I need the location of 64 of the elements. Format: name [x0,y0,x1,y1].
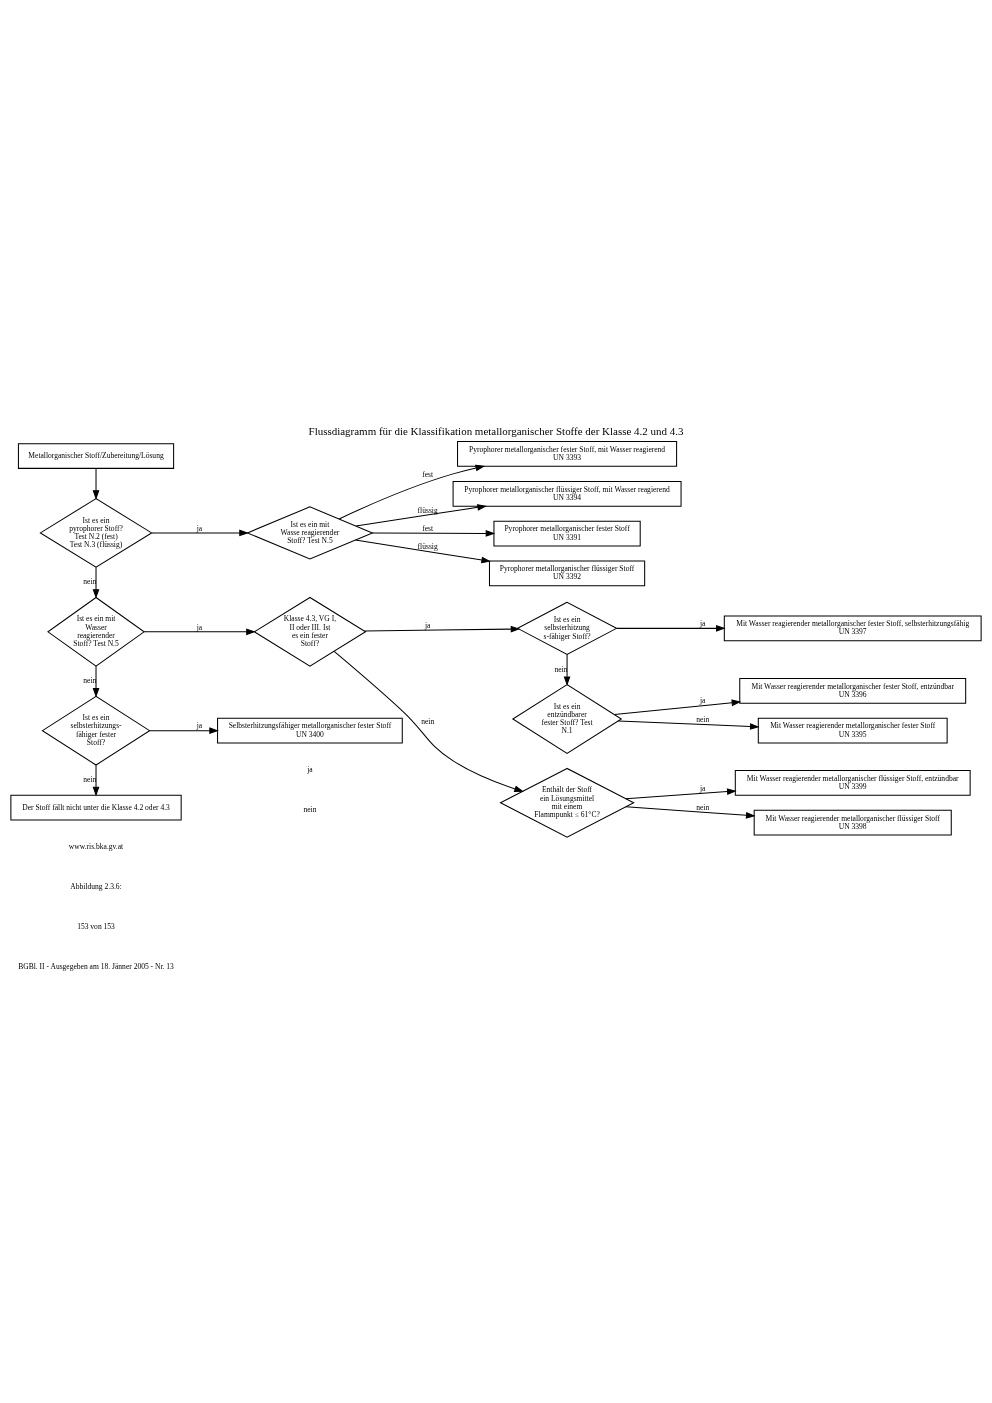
node-box: Mit Wasser reagierender metallorganischer flüssiger Stoff UN 3398 [753,809,952,836]
node-diamond: Ist es ein entzündbarer fester Stoff? Test N.1 [511,684,623,754]
edge-label: ja [699,783,706,793]
arrow [92,764,100,797]
edge-label: flüssig [417,505,438,515]
label: ja [307,765,313,775]
node-box: Pyrophorer metallorganischer fester Stoff, mit Wasser reagierend UN 3393 [457,441,678,467]
label: www.ris.bka.gv.at [68,842,124,852]
edge-label: nein [421,717,435,727]
arrow [625,806,756,819]
edge-label: nein [696,802,710,812]
arrow [364,625,521,633]
label: Abbildung 2.3.6: [70,882,122,892]
node-box: Pyrophorer metallorganischer flüssiger Stoff UN 3392 [488,560,646,587]
node-box: Mit Wasser reagierender metallorganischer fester Stoff, entzündbar UN 3396 [739,678,967,704]
node-diamond: Ist es ein selbsterhitzung s-fähiger Stoff? [516,601,618,656]
arrow [355,504,487,527]
label: BGBl. II - Ausgegeben am 18. Jänner 2005 - Nr. 13 [18,961,174,971]
edge-label: fest [422,470,434,480]
edge-label: nein [83,676,97,686]
arrow [617,720,760,730]
node-diamond: Ist es ein selbsterhitzungs- fähiger fester Stoff? [41,695,151,766]
arrow [149,727,219,735]
node-box: Metallorganischer Stoff/Zubereitung/Lösung [17,443,175,469]
node-box: Mit Wasser reagierender metallorganischer flüssiger Stoff, entzündbar UN 3399 [734,770,971,796]
node-box: Selbsterhitzungsfähiger metallorganischer fester Stoff UN 3400 [217,717,403,744]
arrow [92,665,100,698]
edge-label: ja [424,621,431,631]
arrow [333,650,524,793]
arrow [92,566,100,599]
node-box: Der Stoff fällt nicht unter die Klasse 4.2 oder 4.3 [10,794,182,821]
label: nein [303,805,317,815]
node-diamond: Ist es ein pyrophorer Stoff? Test N.2 (fest) Test N.3 (flüssig) [39,498,153,568]
arrow [92,468,100,500]
node-box: Mit Wasser reagierender metallorganischer fester Stoff, selbsterhitzungsfähig UN 3397 [723,615,982,642]
edge-label: nein [696,714,710,724]
arrow [625,788,737,800]
node-box: Mit Wasser reagierender metallorganischer fester Stoff UN 3395 [757,717,948,744]
label: 153 von 153 [77,921,115,931]
arrow [354,539,491,564]
node-box: Pyrophorer metallorganischer flüssiger Stoff, mit Wasser reagierend UN 3394 [452,480,682,507]
node-diamond: Ist es ein mit Wasser reagierender Stoff? Test N.5 [47,596,145,667]
node-box: Pyrophorer metallorganischer fester Stoff UN 3391 [493,520,641,547]
edge-label: fest [422,524,434,534]
arrow [371,530,496,537]
arrow [563,654,571,687]
edge-label: nein [554,664,568,674]
arrow [151,529,249,537]
edge-label: ja [196,721,203,731]
edge-label: ja [196,523,203,533]
node-diamond: Enthält der Stoff ein Lösungsmittel mit einem Flammpunkt ≤ 61°C? [499,767,635,838]
edge-label: flüssig [417,541,438,551]
arrow [143,628,256,636]
edge-label: ja [699,619,706,629]
node-diamond: Ist es ein mit Wasse reagierender Stoff? Test N.5 [246,506,374,560]
arrow [338,464,486,520]
node-diamond: Klasse 4.3, VG I, II oder III. Ist es ein fester Stoff? [253,596,367,667]
arrow [613,699,742,715]
arrow [616,625,726,632]
edge-label: ja [196,622,203,632]
diagram-title: Flussdiagramm für die Klassifikation metallorganischer Stoffe der Klasse 4.2 und 4.3 [308,425,684,438]
edge-label: nein [83,775,97,785]
edge-label: ja [699,696,706,706]
edge-label: nein [83,577,97,587]
